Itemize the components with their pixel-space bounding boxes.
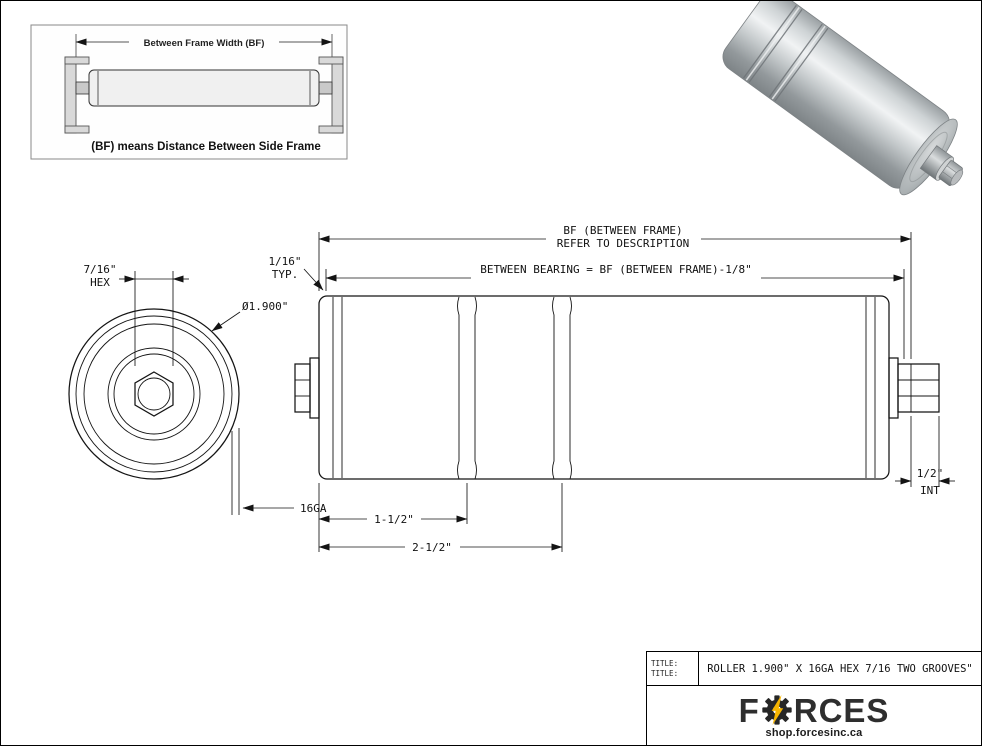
bf-dim-label-line1: BF (BETWEEN FRAME) <box>563 224 682 237</box>
brand-website: shop.forcesinc.ca <box>765 726 863 739</box>
int-hex-dimension: 1/2" INT <box>895 416 955 497</box>
groove-position-dimensions: 1-1/2" 2-1/2" <box>318 483 563 554</box>
tube-outer-circle <box>68 308 240 480</box>
gauge-label: 16GA <box>300 502 327 515</box>
title-field-label-line2: TITLE: <box>651 668 679 678</box>
front-view: 7/16" HEX Ø1.900" 16GA <box>68 263 327 515</box>
groove2-dim-label: 2-1/2" <box>412 541 452 554</box>
title-field-label: TITLE: TITLE: <box>647 652 699 685</box>
groove-2 <box>552 296 572 480</box>
forces-gear-icon <box>762 694 792 726</box>
bearing-outer-circle <box>107 347 201 441</box>
roller-tube <box>318 295 890 480</box>
roller-3d-render <box>722 1 964 196</box>
diameter-callout: Ø1.900" <box>211 300 288 332</box>
int-dim-line1: 1/2" <box>917 467 944 480</box>
between-bearing-label: BETWEEN BEARING = BF (BETWEEN FRAME)-1/8… <box>480 263 752 276</box>
bf-dimension: BF (BETWEEN FRAME) REFER TO DESCRIPTION <box>318 224 912 359</box>
bf-explanation-inset: Between Frame Width (BF) (BF) means Dis <box>30 24 348 160</box>
drawing-title: ROLLER 1.900" X 16GA HEX 7/16 TWO GROOVE… <box>707 662 973 675</box>
lightning-icon <box>771 694 783 726</box>
brand-suffix: RCES <box>793 691 890 729</box>
inset-dimension-label: Between Frame Width (BF) <box>144 38 265 49</box>
render-grooves <box>742 4 829 102</box>
groove1-dim-label: 1-1/2" <box>374 513 414 526</box>
diameter-label: Ø1.900" <box>242 300 288 313</box>
hex-dimension: 7/16" HEX <box>83 263 189 366</box>
bf-dim-label-line2: REFER TO DESCRIPTION <box>557 237 689 250</box>
brand-prefix: F <box>738 691 760 729</box>
title-block: TITLE: TITLE: ROLLER 1.900" X 16GA HEX 7… <box>646 651 981 745</box>
title-field-label-line1: TITLE: <box>651 659 679 669</box>
right-hex-shaft <box>888 357 940 419</box>
typ-label-line1: 1/16" <box>268 255 301 268</box>
hex-bore <box>134 371 174 417</box>
typ-label-line2: TYP. <box>272 268 299 281</box>
gauge-callout: 16GA <box>231 428 327 515</box>
bearing-inner-circle <box>113 353 195 435</box>
hex-dim-value: 7/16" <box>83 263 116 276</box>
leader-line <box>303 268 324 291</box>
title-row: TITLE: TITLE: ROLLER 1.900" X 16GA HEX 7… <box>647 652 981 686</box>
right-side-frame <box>318 56 344 134</box>
between-bearing-dimension: BETWEEN BEARING = BF (BETWEEN FRAME)-1/8… <box>325 263 905 359</box>
inset-caption: (BF) means Distance Between Side Frame <box>91 141 320 153</box>
groove-diameter-circle <box>83 323 225 465</box>
inset-roller <box>75 69 333 107</box>
typ-gap-callout: 1/16" TYP. <box>268 255 324 291</box>
tube-inner-circle <box>75 315 233 473</box>
left-side-frame <box>64 56 90 134</box>
hex-inscribed-circle <box>137 377 171 411</box>
int-dim-line2: INT <box>920 484 940 497</box>
hex-dim-suffix: HEX <box>90 276 110 289</box>
left-hex-shaft <box>294 357 320 419</box>
groove-1 <box>457 296 477 480</box>
render-hex-shaft <box>919 145 964 186</box>
leader-line <box>211 311 241 332</box>
brand-row: F RCES <box>647 686 981 745</box>
forces-logo: F RCES <box>739 694 890 727</box>
side-view <box>294 295 940 480</box>
